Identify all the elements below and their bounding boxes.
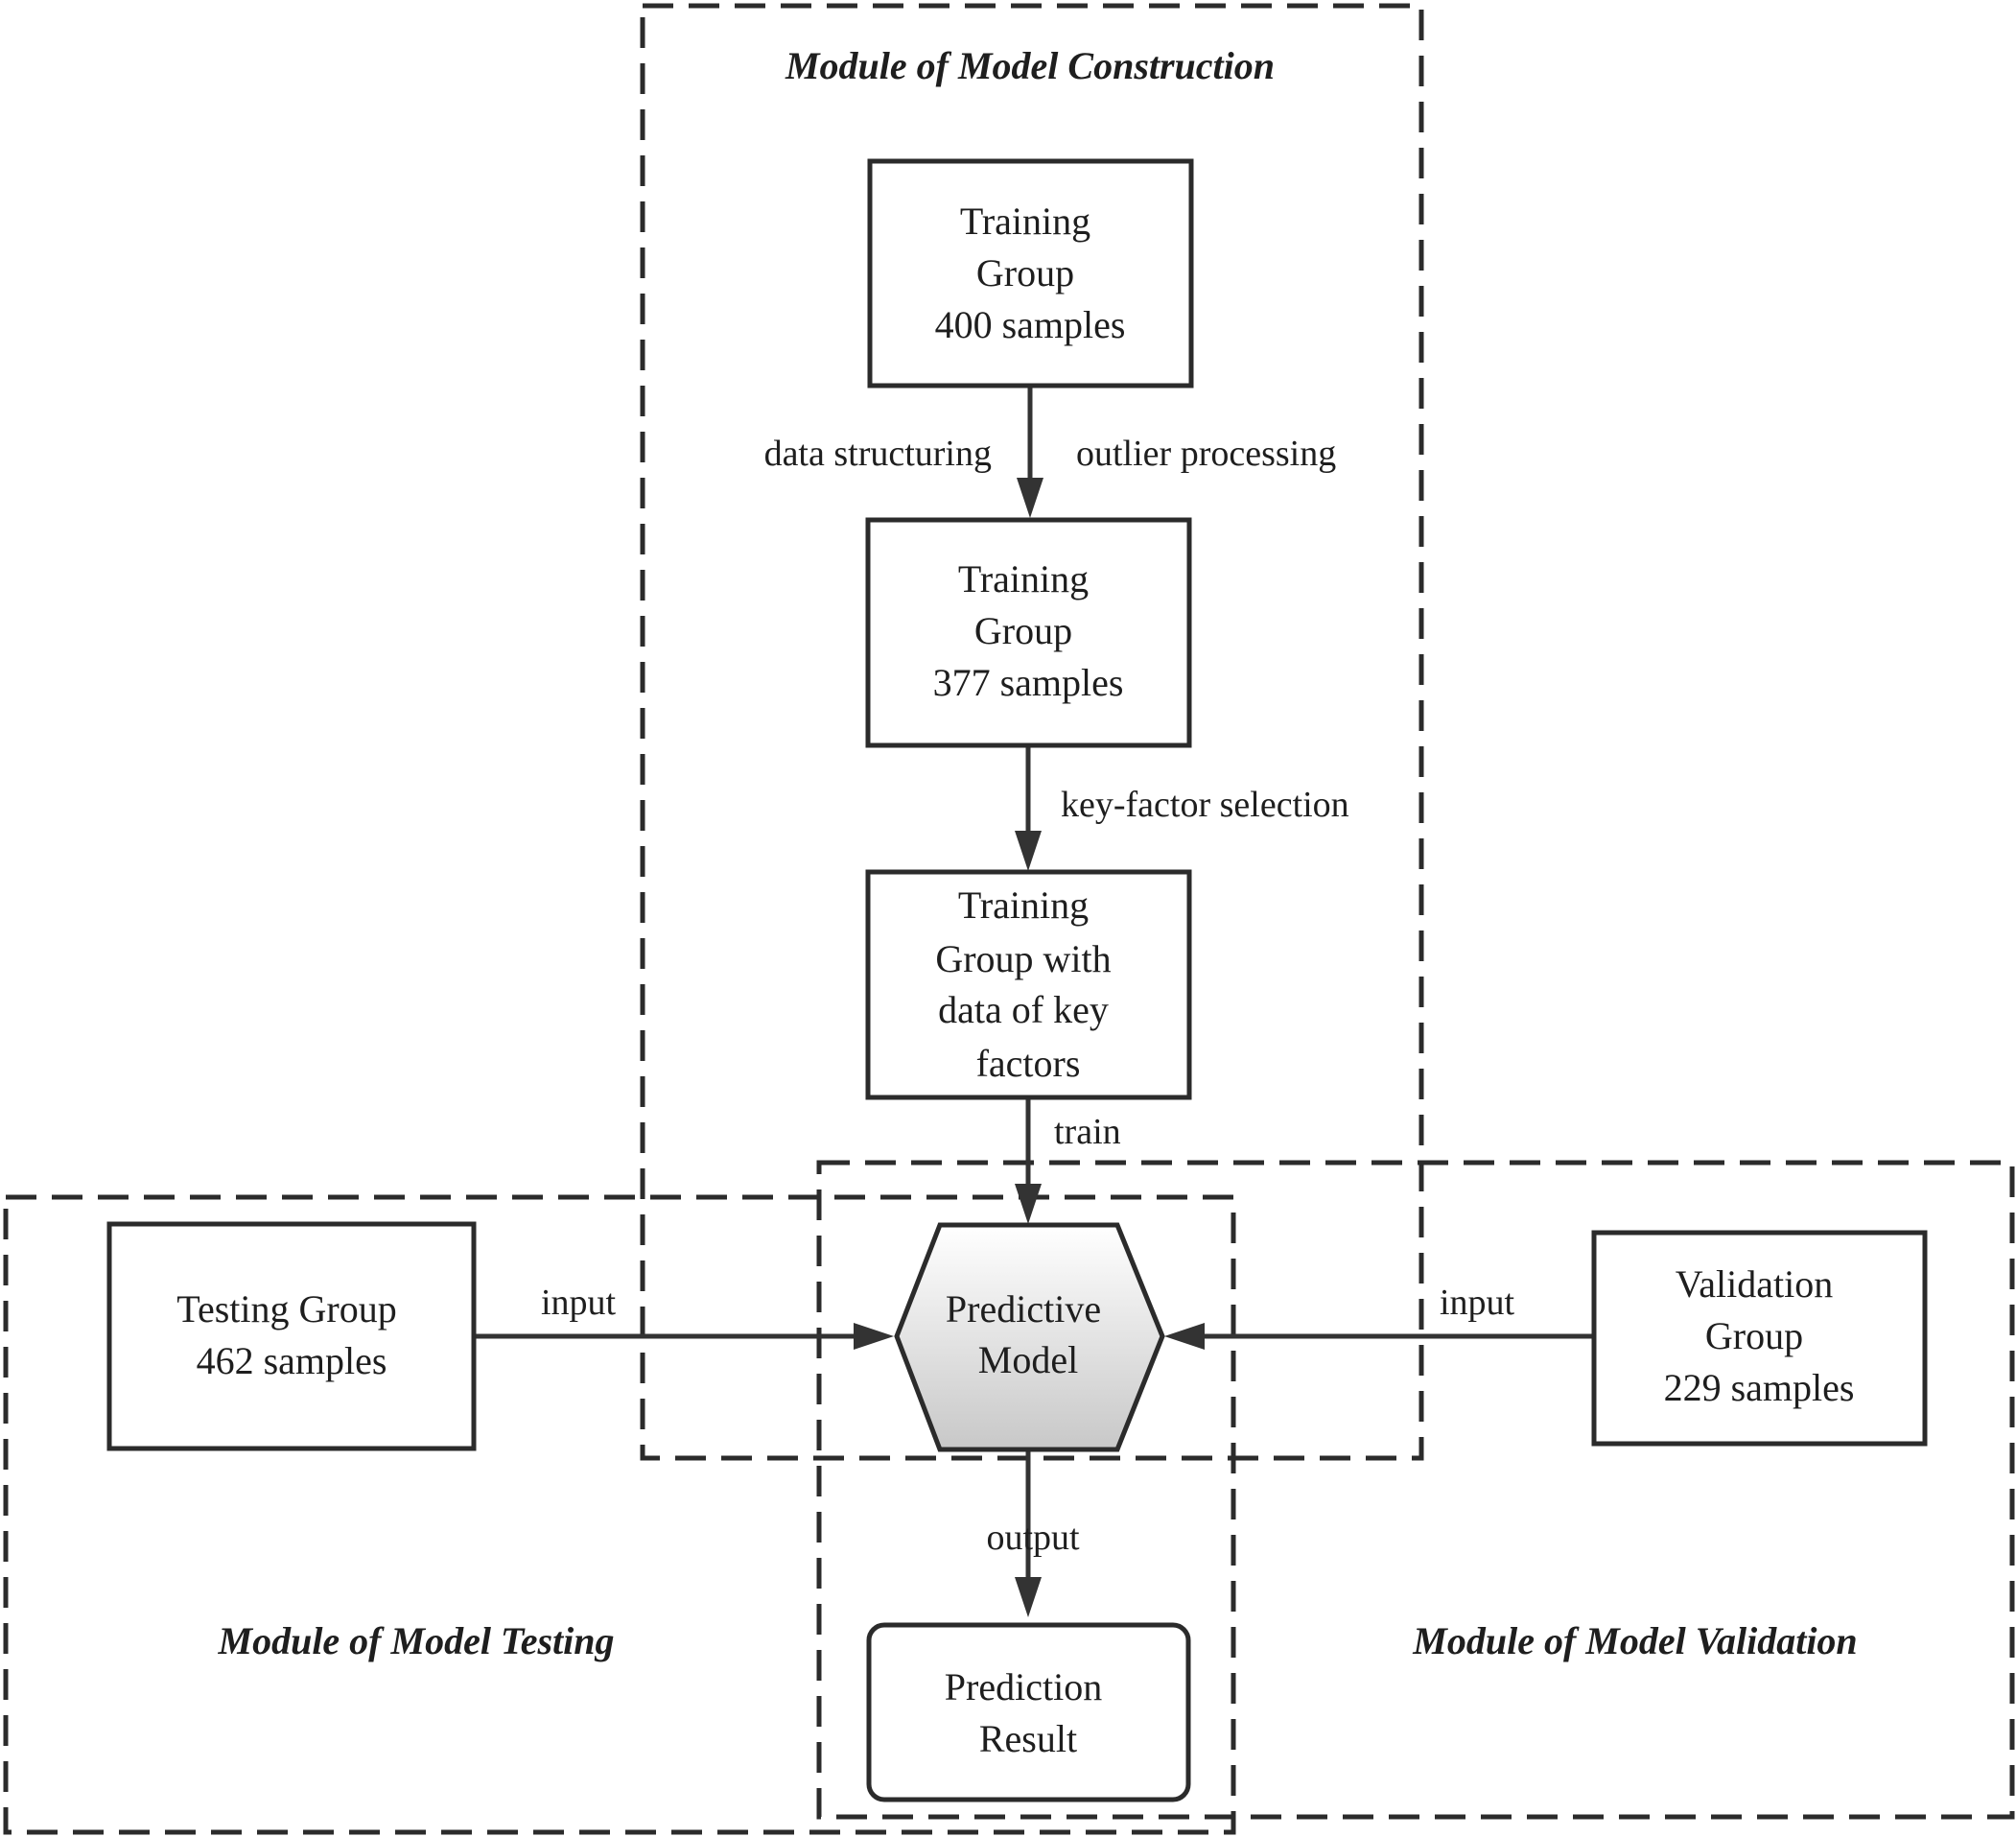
node-training-key-factors-label: Training Group with data of key factors bbox=[935, 883, 1120, 1085]
arrowhead-model-top bbox=[1015, 1184, 1042, 1224]
predictive-model-hexagon bbox=[894, 1222, 1165, 1452]
arrowhead-result bbox=[1015, 1577, 1042, 1617]
node-prediction-result-label: Prediction Result bbox=[945, 1665, 1112, 1760]
arrowhead-training377 bbox=[1017, 478, 1043, 518]
node-training-key-factors: Training Group with data of key factors bbox=[865, 869, 1192, 1100]
arrowhead-model-right bbox=[1164, 1323, 1205, 1350]
node-training-400: Training Group 400 samples bbox=[867, 158, 1194, 389]
module-construction-title: Module of Model Construction bbox=[785, 44, 1275, 87]
module-construction-frame bbox=[640, 3, 1424, 1461]
node-training-377-label: Training Group 377 samples bbox=[933, 557, 1124, 704]
arrowhead-model-left bbox=[854, 1323, 894, 1350]
edge-label-data-structuring: data structuring bbox=[764, 434, 992, 474]
arrowhead-trainingkey bbox=[1015, 831, 1042, 871]
module-testing-title: Module of Model Testing bbox=[218, 1619, 615, 1662]
node-validation-group-label: Validation Group 229 samples bbox=[1664, 1262, 1855, 1409]
node-training-377: Training Group 377 samples bbox=[865, 517, 1192, 748]
edge-label-train: train bbox=[1054, 1112, 1121, 1152]
node-testing-group: Testing Group 462 samples bbox=[106, 1221, 477, 1451]
edge-label-input-testing: input bbox=[541, 1283, 617, 1323]
module-validation-frame bbox=[816, 1160, 2015, 1820]
edge-label-input-validation: input bbox=[1440, 1283, 1515, 1323]
node-testing-group-label: Testing Group 462 samples bbox=[176, 1287, 406, 1382]
node-validation-group: Validation Group 229 samples bbox=[1591, 1230, 1928, 1447]
node-training-400-label: Training Group 400 samples bbox=[935, 200, 1126, 346]
edge-label-output: output bbox=[986, 1518, 1080, 1558]
edge-label-outlier-processing: outlier processing bbox=[1076, 434, 1336, 474]
node-predictive-model: Predictive Model bbox=[894, 1222, 1165, 1452]
node-predictive-model-label: Predictive Model bbox=[946, 1287, 1111, 1381]
module-validation-title: Module of Model Validation bbox=[1412, 1619, 1857, 1662]
node-prediction-result: Prediction Result bbox=[866, 1622, 1191, 1802]
edge-label-key-factor-selection: key-factor selection bbox=[1061, 785, 1349, 825]
module-testing-frame bbox=[3, 1194, 1236, 1835]
